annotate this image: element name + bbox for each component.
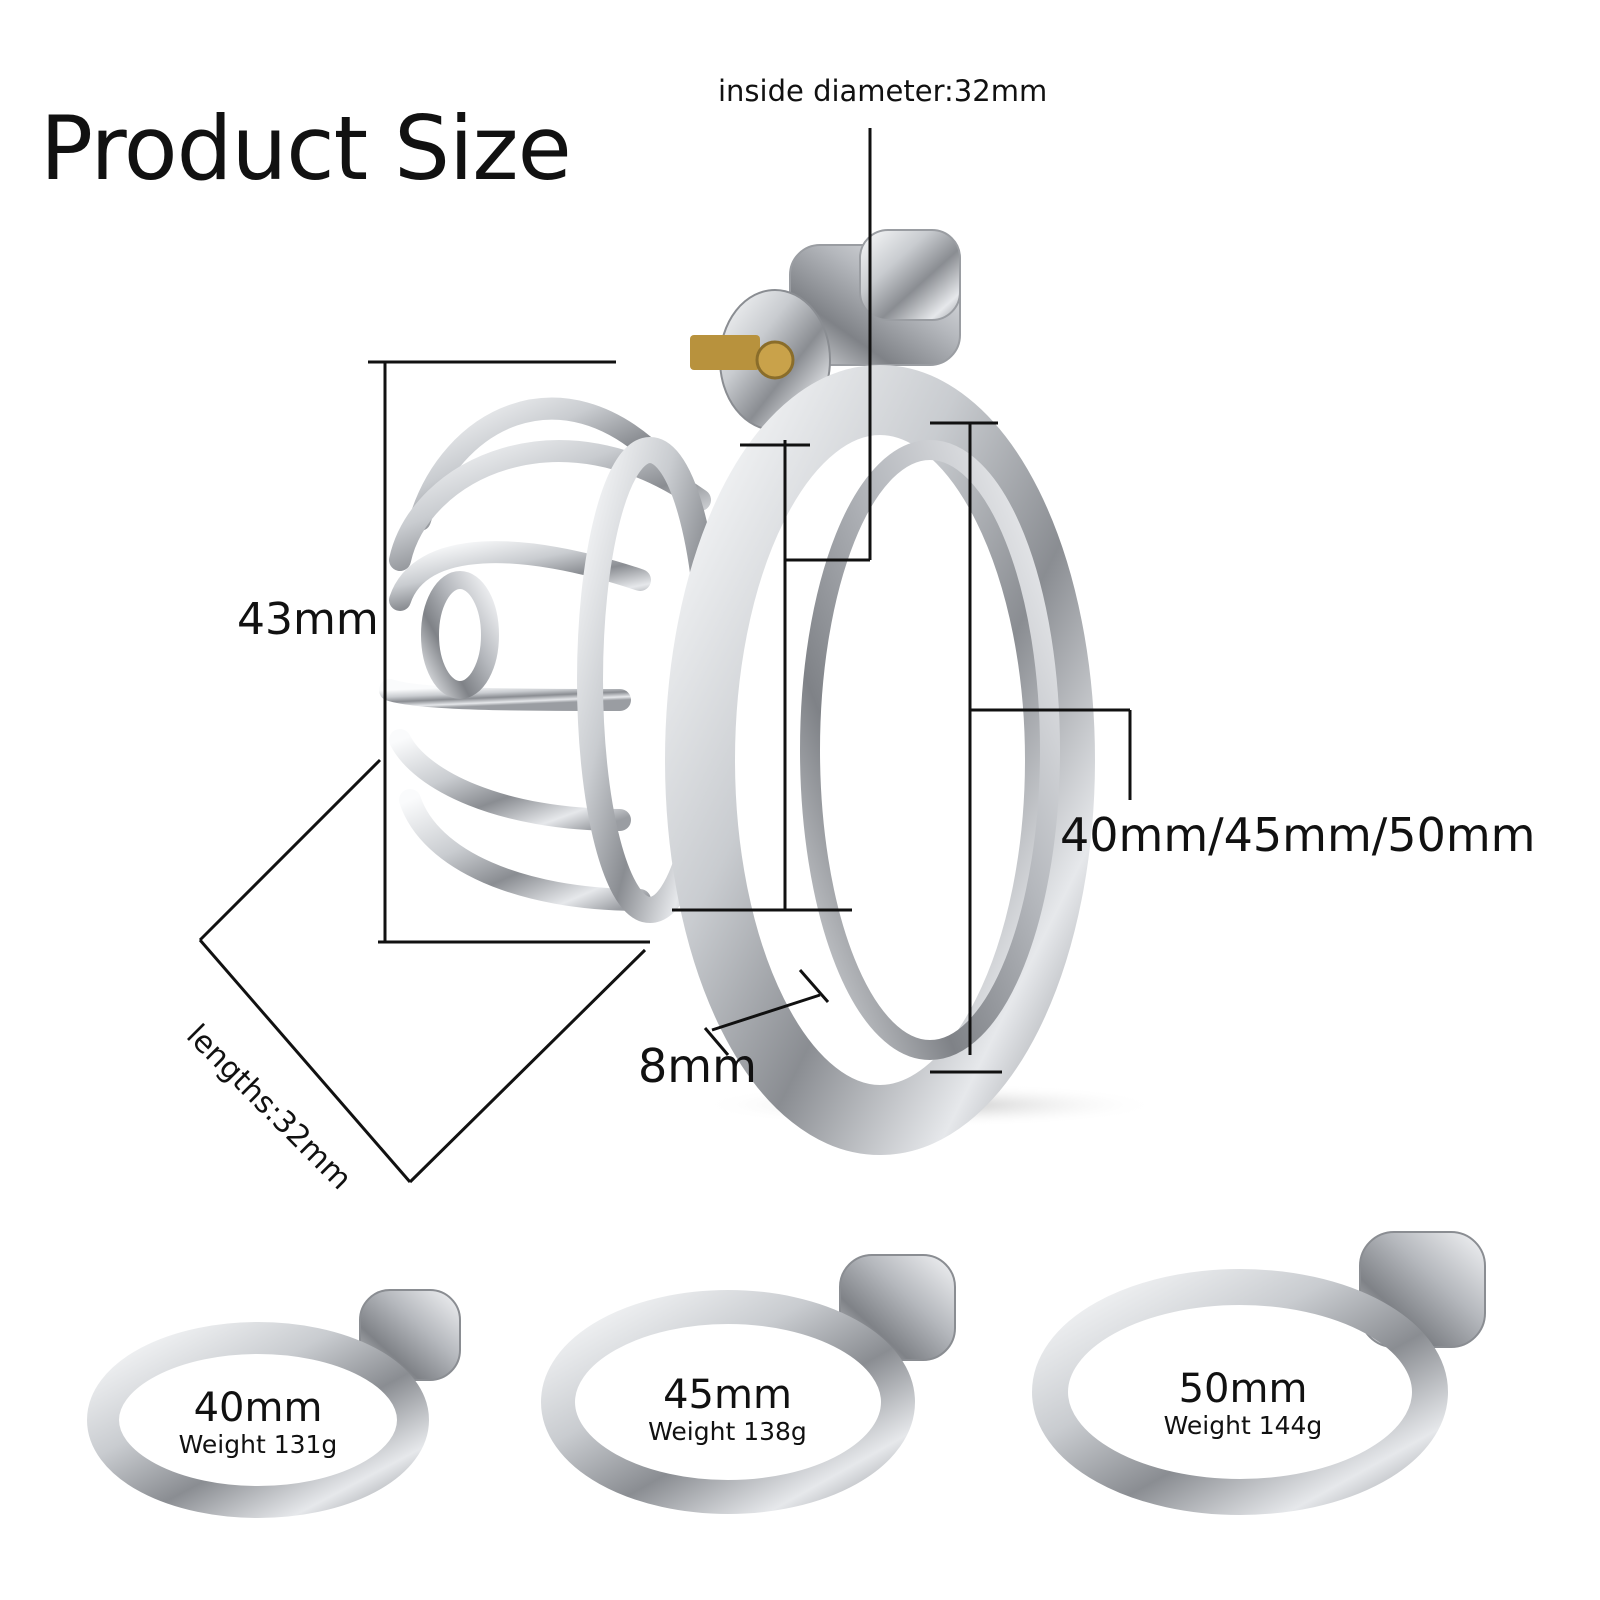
height-label: 43mm [237,594,379,645]
cage [379,397,723,923]
page-title: Product Size [40,97,572,200]
ring-thickness-label: 8mm [638,1039,757,1093]
ring-label-45: 45mm Weight 138g [635,1372,820,1447]
ring-label-50: 50mm Weight 144g [1148,1366,1338,1441]
ring-45mm-illustration [541,1254,956,1514]
ring-weight: Weight 144g [1163,1411,1323,1440]
ring-50mm-illustration [1032,1231,1486,1515]
ring-label-40: 40mm Weight 131g [168,1385,348,1460]
ring-weight: Weight 138g [648,1417,807,1446]
ring-weight: Weight 131g [178,1430,338,1459]
inside-diameter-label: inside diameter:32mm [718,74,1048,108]
ring-size: 50mm [1178,1366,1308,1412]
main-ring [665,365,1095,1155]
dimension-lines [198,128,1132,1184]
ring-sizes-label: 40mm/45mm/50mm [1060,808,1536,862]
ring-size: 40mm [193,1385,323,1431]
keyhole-icon [755,340,795,380]
ring-size: 45mm [663,1372,792,1418]
ring-40mm-illustration [87,1289,461,1518]
